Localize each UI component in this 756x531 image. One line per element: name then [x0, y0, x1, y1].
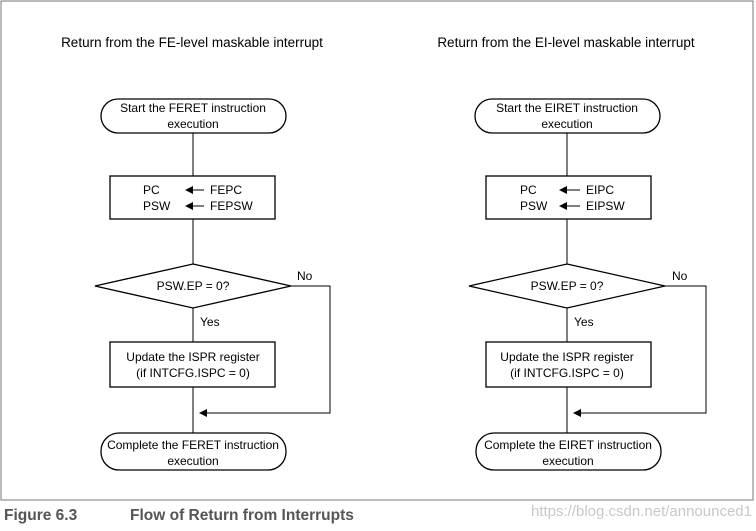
panel-title: Return from the FE-level maskable interr… [61, 35, 323, 50]
yes-label: Yes [200, 315, 220, 329]
figure-frame [0, 0, 754, 501]
no-branch-line [199, 285, 331, 417]
end-node [100, 432, 287, 471]
start-node-text: Start the EIRET instruction [496, 101, 638, 115]
figure-title: Flow of Return from Interrupts [130, 507, 354, 524]
start-node-text: Start the FERET instruction [120, 101, 266, 115]
decision-text: PSW.EP = 0? [157, 279, 230, 293]
assign-src: EIPC [586, 183, 614, 197]
yes-label: Yes [574, 315, 594, 329]
panel-ei: Return from the EI-level maskable interr… [437, 35, 707, 471]
end-node-text: execution [167, 454, 218, 468]
register-assign-box [485, 175, 652, 220]
assign-dst: PC [520, 183, 537, 197]
start-node-text: execution [167, 117, 218, 131]
assign-src: FEPSW [210, 199, 253, 213]
panel-title: Return from the EI-level maskable interr… [437, 35, 695, 50]
update-ispr-text: (if INTCFG.ISPC = 0) [510, 366, 624, 380]
update-ispr-text: (if INTCFG.ISPC = 0) [136, 366, 250, 380]
assign-dst: PSW [143, 199, 171, 213]
assign-dst: PSW [520, 199, 548, 213]
register-assign-box [109, 175, 276, 220]
panel-fe: Return from the FE-level maskable interr… [61, 35, 331, 471]
figure-caption: Figure 6.3 Flow of Return from Interrupts [4, 507, 354, 525]
update-ispr-box [485, 341, 652, 388]
end-node-text: Complete the EIRET instruction [484, 438, 652, 452]
update-ispr-text: Update the ISPR register [500, 350, 633, 364]
no-branch-line [573, 285, 707, 417]
end-node-text: execution [542, 454, 593, 468]
start-node-text: execution [541, 117, 592, 131]
update-ispr-box [109, 341, 276, 388]
update-ispr-text: Update the ISPR register [126, 350, 259, 364]
end-node [475, 432, 662, 471]
watermark: https://blog.csdn.net/announced1 [530, 503, 752, 520]
assign-src: FEPC [210, 183, 242, 197]
end-node-text: Complete the FERET instruction [107, 438, 279, 452]
assign-dst: PC [143, 183, 160, 197]
decision-text: PSW.EP = 0? [531, 279, 604, 293]
no-label: No [672, 269, 688, 283]
figure-number: Figure 6.3 [4, 507, 78, 524]
assign-src: EIPSW [586, 199, 625, 213]
no-label: No [297, 269, 313, 283]
